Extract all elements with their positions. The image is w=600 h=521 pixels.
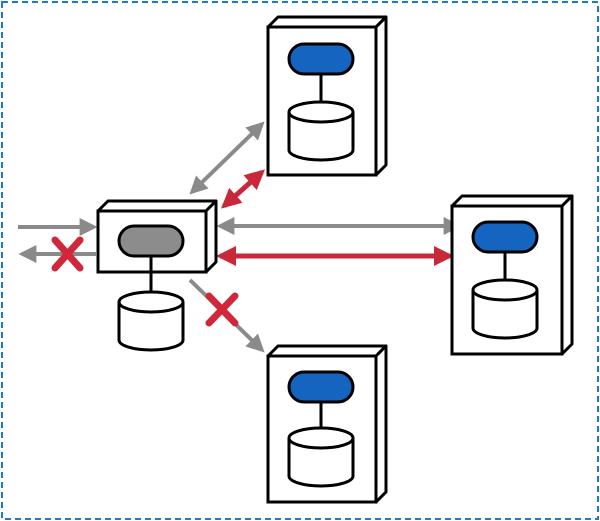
process-pill-icon — [117, 224, 185, 258]
process-pill-icon — [287, 370, 355, 404]
process-pill-icon — [287, 42, 355, 76]
database-cylinder-icon — [471, 278, 539, 340]
database-cylinder-icon — [287, 100, 355, 162]
center-top-arrow-red — [221, 169, 265, 209]
connections — [18, 121, 462, 353]
x-mark-icon — [205, 292, 239, 327]
process-pill-icon — [471, 220, 539, 254]
node-server-right — [450, 194, 574, 356]
node-server-bottom — [266, 344, 388, 504]
center-top-arrow-gray — [189, 121, 265, 195]
x-mark-icon — [51, 236, 84, 272]
database-cylinder-icon — [117, 290, 185, 352]
node-server-center — [96, 199, 218, 352]
database-cylinder-icon — [287, 426, 355, 488]
node-server-top — [266, 15, 388, 177]
